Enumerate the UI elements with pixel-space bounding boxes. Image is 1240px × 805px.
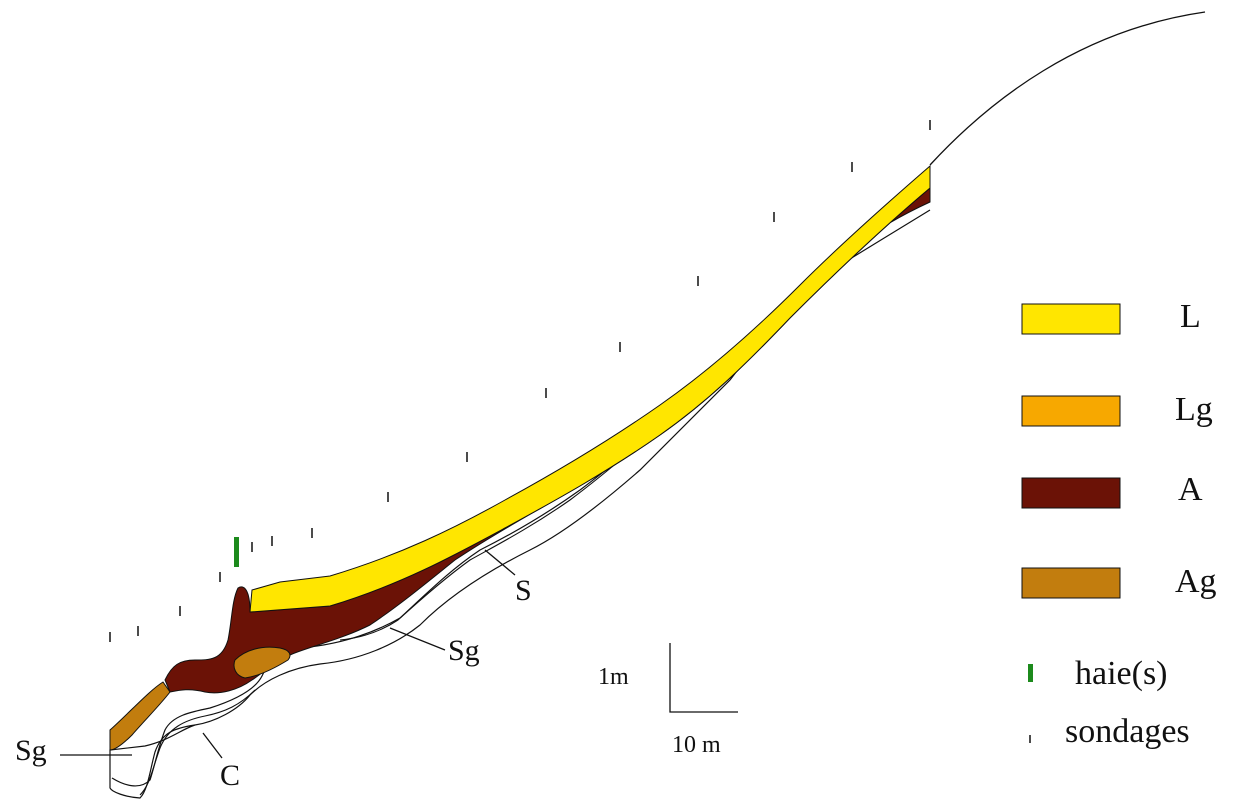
hillslope-surface-line xyxy=(929,11,1206,166)
sondages-ticks xyxy=(109,120,931,642)
scale-horizontal-label: 10 m xyxy=(672,732,721,758)
Sg-mid-leader-line xyxy=(389,627,446,651)
L-horizon xyxy=(249,164,931,613)
legend-haie-tick xyxy=(1028,664,1033,682)
legend-label-A: A xyxy=(1178,471,1203,508)
C-label: C xyxy=(220,759,240,792)
haie-marker xyxy=(234,537,239,567)
legend: L Lg A Ag haie(s) sondages xyxy=(1021,298,1217,750)
legend-swatch-A xyxy=(1021,477,1121,509)
Sg-left-label: Sg xyxy=(15,734,47,767)
S-leader-line xyxy=(484,549,516,576)
A-horizon xyxy=(164,186,931,694)
legend-swatch-Lg xyxy=(1021,395,1121,427)
S-label: S xyxy=(515,574,532,607)
legend-label-haie: haie(s) xyxy=(1075,655,1168,692)
scale-bar: 1m 10 m xyxy=(598,643,738,758)
legend-label-L: L xyxy=(1180,298,1201,335)
C-leader-line xyxy=(202,732,223,759)
legend-label-Lg: Lg xyxy=(1175,391,1213,428)
Ag-horizon-pocket xyxy=(233,646,291,679)
legend-label-sondages: sondages xyxy=(1065,713,1190,750)
subsoil-layer-line-4 xyxy=(139,689,256,796)
Ag-horizon-lower-left xyxy=(109,681,171,751)
legend-swatch-L xyxy=(1021,303,1121,335)
scale-vertical-label: 1m xyxy=(598,664,629,690)
Sg-mid-label: Sg xyxy=(448,634,480,667)
legend-label-Ag: Ag xyxy=(1175,563,1217,600)
legend-swatch-Ag xyxy=(1021,567,1121,599)
scale-bar-lines xyxy=(669,643,738,713)
